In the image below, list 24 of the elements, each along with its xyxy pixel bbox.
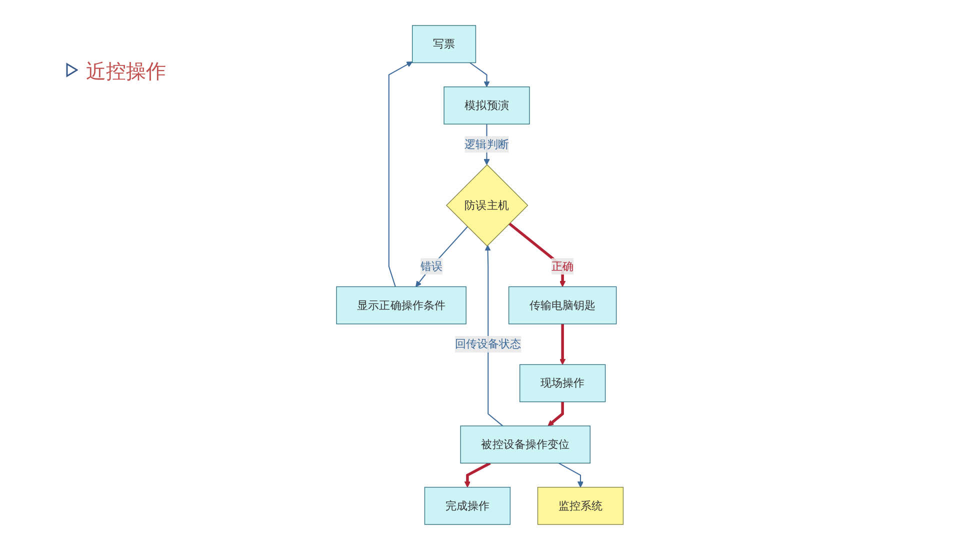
node-box (538, 486, 624, 525)
arrow (388, 62, 413, 287)
edge-label: 回传设备状态 (455, 337, 522, 350)
node-box (424, 486, 511, 525)
node-diamond (446, 164, 528, 247)
node-box (508, 286, 617, 324)
node-box (412, 25, 476, 64)
title: 近控操作 (86, 58, 166, 85)
node-box (460, 426, 591, 464)
flowchart: 逻辑判断 错误 正确 回传设备状态 写票 模拟预演 防误主机 显示正确操作条件 传输电脑钥匙 现场操作 被控设备操作变位 完成操作 监控系统 (331, 20, 629, 530)
node-box (520, 364, 606, 402)
arrow (548, 402, 564, 426)
arrow (560, 324, 566, 365)
arrow (470, 62, 490, 88)
edge-label: 正确 (552, 259, 574, 273)
arrow (484, 244, 504, 426)
arrow (416, 226, 468, 287)
node-box (444, 86, 530, 124)
edge-label: 错误 (420, 259, 443, 273)
arrow (464, 462, 491, 488)
node-box (336, 286, 467, 324)
arrow (558, 462, 584, 488)
arrow (508, 222, 566, 287)
edge-label: 逻辑判断 (464, 138, 509, 151)
